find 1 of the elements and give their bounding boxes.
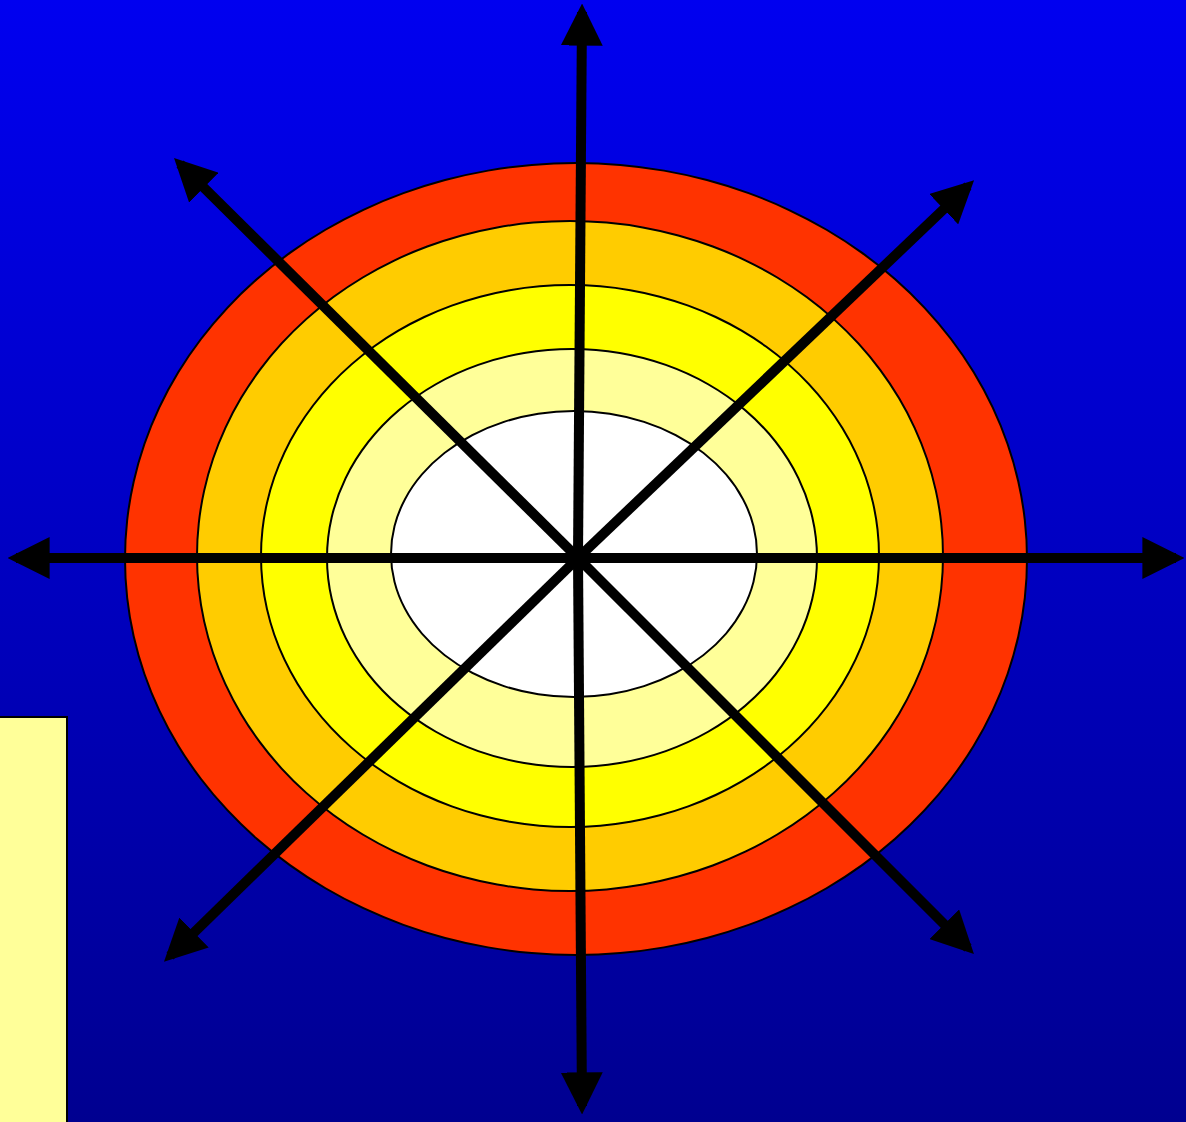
note-panel — [0, 716, 68, 1122]
